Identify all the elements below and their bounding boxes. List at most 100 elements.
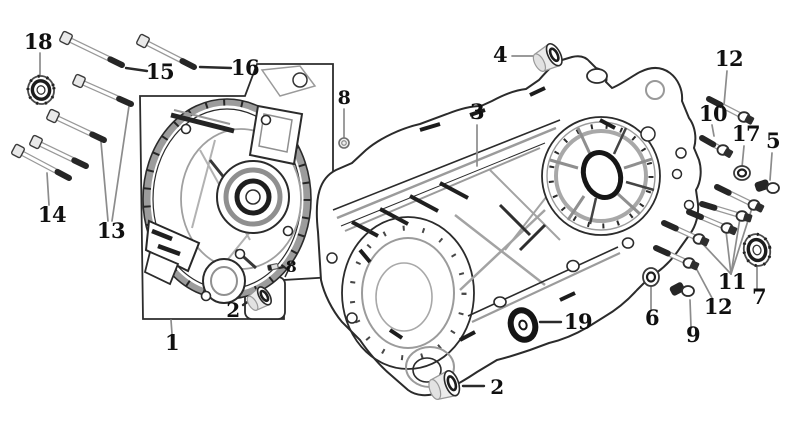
cylinder-stud bbox=[351, 220, 379, 238]
crank-bearing-ring bbox=[234, 178, 272, 216]
case-rib bbox=[459, 209, 546, 291]
cylinder-stud bbox=[409, 194, 439, 213]
crank-bore-center bbox=[245, 189, 261, 205]
callout-11: 11 bbox=[718, 269, 746, 294]
crankcase-artwork bbox=[139, 55, 702, 397]
lower-boss-inner bbox=[210, 266, 238, 296]
cvt-bell-hatch bbox=[349, 225, 467, 361]
leader-line bbox=[723, 70, 728, 106]
upper-rib-gray bbox=[173, 109, 231, 125]
leader-line bbox=[111, 105, 130, 222]
flange-hole bbox=[621, 237, 635, 249]
callout-4: 4 bbox=[493, 42, 507, 67]
bolt-hole bbox=[180, 123, 192, 135]
bolt-9 bbox=[669, 282, 695, 297]
bolt-12-top bbox=[706, 96, 755, 125]
case-rib bbox=[489, 169, 561, 241]
callout-12-top: 12 bbox=[715, 46, 743, 71]
bolt-5 bbox=[754, 179, 780, 194]
edge-hole bbox=[640, 126, 656, 142]
bolt-10 bbox=[699, 135, 734, 158]
leader-line bbox=[741, 145, 745, 168]
flange-hole bbox=[566, 259, 580, 273]
bottom-flange-gray bbox=[471, 252, 621, 323]
callout-16: 16 bbox=[231, 55, 259, 80]
cvt-bell-inner bbox=[375, 262, 433, 332]
kick-shaft-hole bbox=[586, 68, 608, 84]
bolt-15 bbox=[59, 30, 125, 68]
cvt-bell-outer bbox=[341, 216, 475, 370]
flange-hole bbox=[326, 252, 338, 264]
leader-line bbox=[730, 217, 741, 275]
bolt-14-upper bbox=[29, 134, 89, 169]
right-case-outline bbox=[315, 55, 702, 397]
bolt-14-lower bbox=[11, 143, 72, 181]
leader-line bbox=[46, 172, 50, 206]
edge-hole bbox=[683, 199, 695, 211]
washer-17 bbox=[733, 165, 751, 181]
leader-line bbox=[769, 152, 773, 181]
callout-12-bot: 12 bbox=[704, 294, 732, 319]
bolt-13-upper bbox=[72, 73, 134, 107]
leader-line bbox=[711, 124, 715, 137]
callout-10: 10 bbox=[699, 101, 727, 126]
bolt-hole bbox=[282, 225, 294, 237]
callout-9: 9 bbox=[686, 322, 700, 347]
bolt-hole bbox=[200, 290, 212, 302]
cylinder-stud bbox=[439, 181, 469, 200]
edge-hole bbox=[675, 147, 687, 159]
top-lug-hole bbox=[292, 72, 308, 88]
bolt-16 bbox=[136, 33, 197, 70]
callout-6: 6 bbox=[645, 305, 659, 330]
bolt-hole bbox=[260, 114, 272, 126]
leader-line bbox=[100, 141, 109, 222]
crank-boss-hatch bbox=[548, 123, 654, 229]
mount-stud bbox=[151, 228, 173, 242]
oil-seal-19 bbox=[507, 307, 539, 343]
callout-18: 18 bbox=[24, 29, 52, 54]
top-boss bbox=[645, 80, 665, 100]
cylinder-stud bbox=[379, 207, 409, 226]
case-rib-dark bbox=[518, 223, 547, 252]
callout-7: 7 bbox=[752, 284, 766, 309]
lower-rail-gray bbox=[344, 147, 541, 232]
dowel-pin-8-mid bbox=[267, 263, 279, 271]
flange-hatch bbox=[143, 98, 311, 300]
sketch-accents bbox=[358, 86, 616, 342]
callout-13: 13 bbox=[97, 218, 125, 243]
callout-15: 15 bbox=[146, 59, 174, 84]
bushing-2-left bbox=[246, 286, 272, 311]
leader-line bbox=[689, 299, 692, 328]
mount-lug-lower bbox=[143, 250, 180, 286]
leader-line bbox=[170, 319, 173, 335]
bolt-11-d bbox=[661, 220, 710, 247]
bolt-11-c bbox=[686, 209, 738, 236]
dowel-pin-8-top bbox=[338, 137, 350, 149]
top-rail bbox=[332, 119, 561, 211]
callout-2-left: 2 bbox=[226, 298, 239, 322]
washer-6 bbox=[642, 267, 660, 287]
leader-line bbox=[277, 265, 286, 270]
upper-bracket bbox=[248, 104, 304, 166]
bolt-hole bbox=[234, 248, 246, 260]
mount-stud bbox=[157, 243, 181, 257]
flange-hole bbox=[346, 312, 358, 324]
leader-line bbox=[699, 240, 732, 275]
top-lug-sketch bbox=[260, 65, 317, 97]
cvt-bell-mid bbox=[361, 237, 455, 349]
upper-bracket-inner bbox=[258, 113, 293, 153]
top-rail-gray bbox=[336, 126, 557, 220]
lower-boss bbox=[202, 258, 246, 304]
callout-17: 17 bbox=[732, 121, 760, 146]
flange-hole bbox=[493, 296, 507, 308]
upper-rib-dark bbox=[170, 112, 235, 134]
edge-hole bbox=[671, 168, 683, 180]
rib-sketch bbox=[191, 139, 216, 229]
right-crankcase-art bbox=[315, 55, 702, 397]
leader-line bbox=[124, 66, 149, 73]
leader-line bbox=[695, 267, 713, 299]
left-crankcase-art bbox=[142, 65, 317, 304]
